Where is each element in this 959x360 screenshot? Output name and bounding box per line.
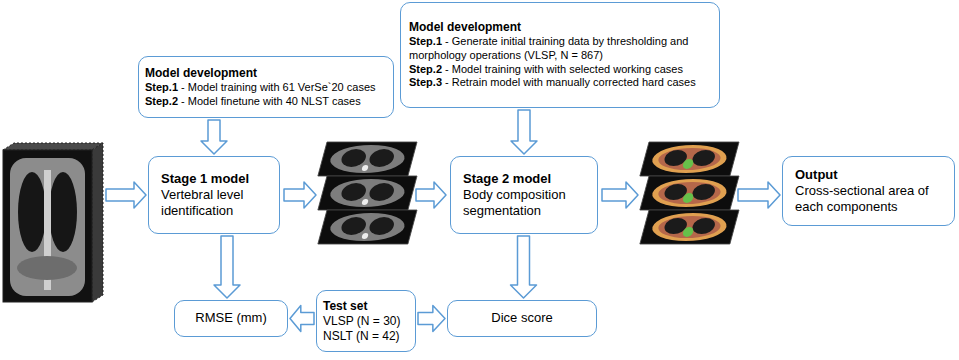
step-label: Step.3 [409,76,442,88]
output-box: OutputCross-sectional area of each compo… [782,156,955,226]
metric-box: RMSE (mm) [174,300,288,337]
box-heading: Stage 2 model [463,171,585,187]
stage-box: Stage 2 modelBody composition segmentati… [450,156,598,234]
block-arrow [290,306,314,332]
box-text: Step.1 - Model training with 61 VerSe`20… [145,81,387,95]
step-text: - Model training with with selected work… [442,63,683,75]
box-heading: Output [795,167,932,183]
step-label: Step.2 [409,63,442,75]
box-heading: Stage 1 model [161,171,267,187]
block-arrow [511,236,537,298]
test-set-box: Test setVLSP (N = 30)NSLT (N = 42) [316,290,416,352]
stage-box: Stage 1 modelVertebral level identificat… [148,156,280,234]
block-arrow [201,120,227,154]
flow-arrow [738,182,780,208]
development-box: Model developmentStep.1 - Generate initi… [400,2,720,108]
box-text: Dice score [454,310,590,326]
step-label: Step.1 [409,35,442,47]
block-arrow [214,236,240,298]
box-text: Step.2 - Model finetune with 40 NLST cas… [145,95,387,109]
ct-volume [3,143,103,302]
box-text: Step.1 - Generate initial training data … [409,35,711,63]
box-heading: Model development [145,66,387,81]
step-label: Step.2 [145,95,178,107]
box-text: Cross-sectional area of each components [795,183,932,216]
box-text: Vertebral level identification [161,187,267,220]
metric-box: Dice score [447,300,597,337]
flow-arrow [284,182,316,208]
box-heading: Model development [409,20,711,35]
box-text: VLSP (N = 30) [323,314,409,329]
flow-arrow [416,182,446,208]
axial-slices [318,142,417,244]
box-text: RMSE (mm) [181,310,281,326]
box-text: NSLT (N = 42) [323,329,409,344]
development-box: Model developmentStep.1 - Model training… [138,56,394,118]
box-heading: Test set [323,299,409,314]
step-text: - Generate initial training data by thre… [409,35,688,61]
block-arrow [511,110,537,154]
box-text: Step.3 - Retrain model with manually cor… [409,76,711,90]
step-text: - Model finetune with 40 NLST cases [178,95,361,107]
step-label: Step.1 [145,81,178,93]
box-text: Step.2 - Model training with with select… [409,63,711,77]
step-text: - Model training with 61 VerSe`20 cases [178,81,376,93]
flow-arrow [106,182,146,208]
block-arrow [418,306,445,332]
segmented-slices [640,142,739,244]
step-text: - Retrain model with manually corrected … [442,76,696,88]
flow-arrow [602,182,638,208]
box-text: Body composition segmentation [463,187,585,220]
